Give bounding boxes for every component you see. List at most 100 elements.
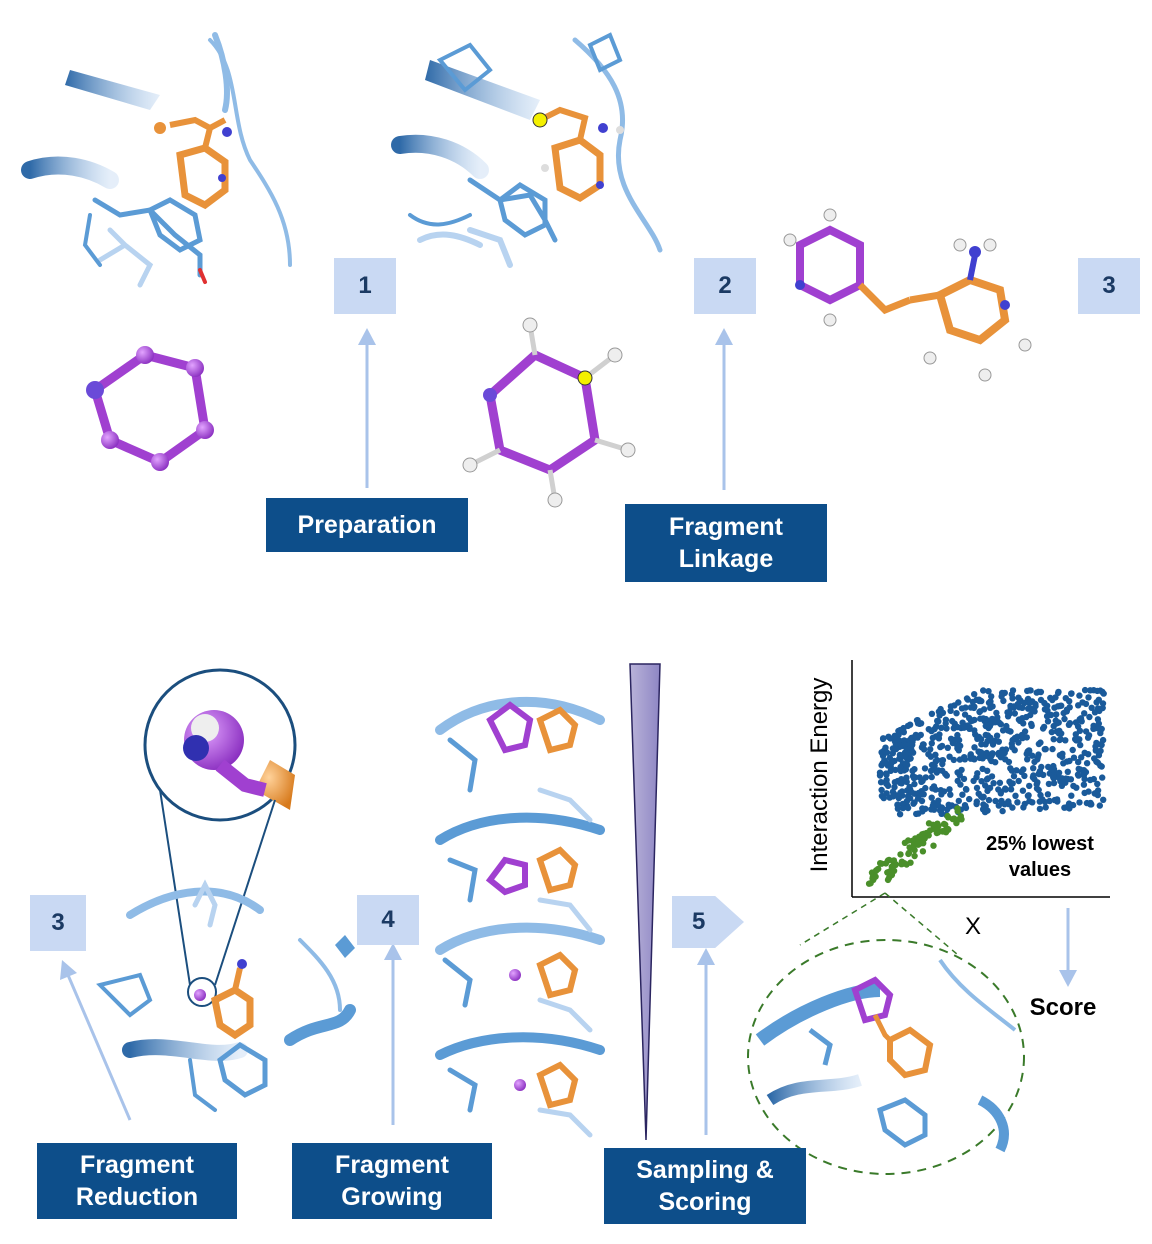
scatter-point: [973, 784, 981, 792]
scatter-point: [1030, 765, 1037, 772]
scatter-point-lowest: [905, 849, 913, 857]
scatter-point: [1048, 728, 1056, 736]
scatter-point-lowest: [916, 833, 923, 840]
scatter-point: [1010, 773, 1018, 780]
fragment-ring-purple-1: [86, 346, 214, 471]
scatter-point: [961, 724, 968, 731]
ligand-fragment-orange-1: [154, 116, 232, 210]
scatter-point: [954, 731, 961, 739]
scatter-point: [937, 705, 944, 713]
scatter-point: [1033, 781, 1040, 788]
scatter-point: [1036, 805, 1044, 813]
scatter-point: [1072, 719, 1080, 726]
scatter-point: [1081, 710, 1088, 717]
scatter-point: [985, 796, 993, 804]
scatter-point: [1099, 774, 1106, 781]
scatter-point: [1036, 798, 1044, 805]
scatter-point-lowest: [954, 807, 961, 815]
scatter-point: [1051, 704, 1058, 711]
scatter-point: [1085, 694, 1092, 701]
scatter-point: [880, 794, 887, 802]
scatter-point: [1059, 750, 1066, 757]
scatter-point: [1005, 758, 1013, 766]
scatter-point: [1045, 780, 1053, 788]
scatter-point: [977, 736, 985, 743]
scatter-point: [961, 802, 969, 809]
step-number-2: 2: [694, 258, 756, 314]
scatter-point: [881, 759, 888, 766]
scatter-point: [935, 797, 942, 804]
scatter-point: [1099, 704, 1106, 712]
scatter-point: [1023, 750, 1030, 758]
scatter-point: [1095, 725, 1103, 732]
scatter-point: [970, 704, 978, 712]
scatter-point: [1087, 801, 1094, 808]
scatter-point: [977, 749, 985, 756]
scatter-point: [1094, 787, 1102, 794]
scatter-point-lowest: [884, 876, 892, 884]
scatter-point: [1015, 777, 1022, 785]
arrow-up-5: [697, 948, 715, 1135]
scatter-point: [920, 746, 928, 753]
scatter-point: [986, 784, 994, 792]
scatter-point-lowest: [906, 844, 913, 851]
scatter-point: [927, 746, 934, 753]
scatter-point: [954, 777, 961, 785]
scatter-point: [928, 710, 936, 717]
scatter-point: [1062, 737, 1069, 744]
pocket-structure-1: [21, 32, 292, 288]
arrow-up-4: [384, 943, 402, 1125]
scatter-point: [1049, 745, 1056, 753]
scatter-point: [1015, 739, 1022, 746]
scatter-point: [947, 791, 954, 798]
scatter-point: [982, 782, 989, 789]
scatter-point: [928, 773, 935, 781]
scatter-point: [1094, 705, 1102, 712]
scatter-point-lowest: [890, 867, 898, 874]
growing-poses-stack: [428, 683, 618, 1143]
scatter-point: [995, 802, 1002, 809]
scatter-point: [929, 734, 936, 742]
scatter-point: [1042, 804, 1049, 811]
scatter-point: [1068, 690, 1075, 697]
scatter-point: [1097, 762, 1104, 769]
scatter-point: [1029, 774, 1037, 781]
scatter-point: [1037, 739, 1044, 746]
scatter-point: [1007, 786, 1015, 793]
scatter-point: [1049, 766, 1057, 773]
scatter-point: [1070, 754, 1078, 761]
scatter-point-lowest: [878, 860, 885, 867]
scatter-point: [1011, 710, 1018, 717]
scatter-point: [1014, 799, 1021, 806]
scatter-point-lowest: [875, 865, 882, 873]
arrow-up-1: [358, 328, 376, 488]
scatter-point: [1075, 702, 1082, 709]
scatter-point: [887, 767, 894, 774]
scatter-point: [980, 801, 987, 808]
scatter-point-lowest: [944, 825, 952, 833]
scatter-point: [959, 791, 966, 798]
step-label-fragment-growing: Fragment Growing: [292, 1143, 492, 1219]
scatter-point: [1063, 706, 1071, 713]
scatter-point: [958, 705, 966, 712]
scatter-point: [995, 749, 1002, 757]
scatter-point-lowest: [921, 835, 928, 842]
scatter-point: [999, 807, 1006, 815]
scatter-point: [1082, 700, 1090, 708]
scatter-point: [1000, 750, 1007, 757]
scatter-point: [1069, 746, 1076, 754]
scatter-point: [1034, 756, 1041, 763]
scatter-point: [1062, 779, 1069, 786]
fragment-ring-purple-2: [462, 317, 636, 508]
scatter-point: [943, 725, 950, 732]
scatter-point-lowest: [892, 861, 899, 869]
scatter-point: [1055, 688, 1062, 696]
scatter-point: [1087, 687, 1094, 694]
scatter-point: [1091, 755, 1098, 762]
scatter-point: [992, 797, 999, 805]
scatter-point: [899, 804, 907, 812]
scatter-point: [879, 735, 887, 742]
scatter-point-lowest: [901, 860, 908, 867]
scatter-point: [1021, 728, 1029, 735]
